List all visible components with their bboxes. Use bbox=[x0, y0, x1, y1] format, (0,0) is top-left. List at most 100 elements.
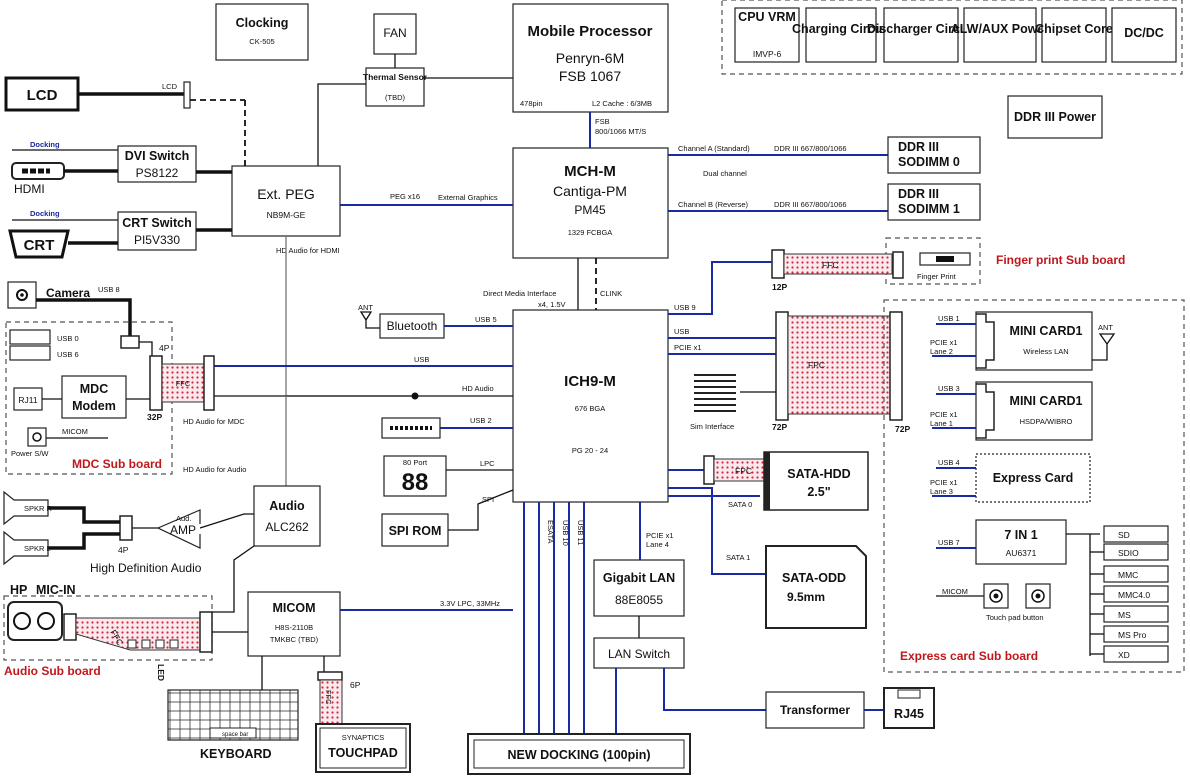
fan-box bbox=[373, 13, 417, 55]
channel-b-speed: DDR III 667/800/1066 bbox=[774, 200, 847, 209]
sodimm1-l2: SODIMM 1 bbox=[898, 202, 960, 216]
speaker-r-icon bbox=[3, 490, 49, 526]
sata-hdd-size: 2.5" bbox=[807, 485, 830, 499]
seven-in-one-box bbox=[975, 519, 1067, 565]
bt-ant-label: ANT bbox=[358, 303, 373, 312]
alw-aux-label: ALW/AUX Power bbox=[951, 22, 1050, 36]
lan-switch-label: LAN Switch bbox=[608, 647, 670, 661]
port80-digits: 88 bbox=[402, 469, 429, 496]
audio-sub-label: Audio Sub board bbox=[4, 664, 101, 678]
usb6-label: USB 6 bbox=[57, 350, 79, 359]
lan-pcie-label: PCIE x1 bbox=[646, 531, 674, 540]
port80-label: 80 Port bbox=[403, 458, 428, 467]
main-fpc bbox=[787, 315, 891, 415]
ddr-power-box bbox=[1007, 95, 1103, 139]
sodimm1-l1: DDR III bbox=[898, 187, 939, 201]
usb0-label: USB 0 bbox=[57, 334, 79, 343]
amp-label: AMP bbox=[170, 523, 196, 537]
sodimm0-l1: DDR III bbox=[898, 140, 939, 154]
gigabit-lan-sub: 88E8055 bbox=[615, 593, 663, 607]
dvi-switch-title: DVI Switch bbox=[125, 149, 190, 163]
fsb-label: FSB bbox=[595, 117, 610, 126]
touchpad-button-label: Touch pad button bbox=[986, 613, 1044, 622]
mch-title: MCH-M bbox=[564, 163, 616, 180]
camera-label: Camera bbox=[46, 286, 90, 300]
hd-mdc-label: HD Audio for MDC bbox=[183, 417, 245, 426]
sata0-label: SATA 0 bbox=[728, 500, 752, 509]
micom-box bbox=[247, 591, 341, 657]
crt-switch-sub: PI5V330 bbox=[134, 233, 180, 247]
hdd-fpc-label: FPC bbox=[735, 466, 752, 476]
alw-aux-box bbox=[963, 7, 1037, 63]
sata-odd-title: SATA-ODD bbox=[782, 571, 846, 585]
mini-card2-box bbox=[975, 381, 1093, 441]
keyboard-space-label: space bar bbox=[222, 732, 248, 738]
clink-label: CLINK bbox=[600, 289, 622, 298]
ich-box bbox=[512, 309, 669, 503]
mdc-sub-label: MDC Sub board bbox=[72, 457, 162, 471]
port80-box bbox=[383, 455, 447, 497]
audio-ffc bbox=[75, 617, 201, 651]
sim-label: Sim Interface bbox=[690, 422, 734, 431]
touchpad-ffc-label: FFC bbox=[324, 690, 333, 705]
dcdc-label: DC/DC bbox=[1124, 26, 1164, 40]
lan-lane-label: Lane 4 bbox=[646, 540, 669, 549]
card-sdio: SDIO bbox=[1118, 548, 1139, 558]
bluetooth-box bbox=[379, 313, 445, 339]
audio-jack-icon bbox=[7, 601, 63, 641]
audio-board-frame bbox=[3, 595, 213, 661]
dvi-switch-sub: PS8122 bbox=[136, 166, 179, 180]
keyboard-label: KEYBOARD bbox=[200, 747, 272, 761]
rj45-label: RJ45 bbox=[894, 707, 924, 721]
speaker-l-icon bbox=[3, 530, 49, 566]
channel-a-speed: DDR III 667/800/1066 bbox=[774, 144, 847, 153]
usb-group-label: USB bbox=[414, 355, 429, 364]
audio-4p-label: 4P bbox=[118, 545, 129, 555]
mdc-4p-label: 4P bbox=[159, 343, 170, 353]
pciex1-label: PCIE x1 bbox=[674, 343, 702, 352]
mini1-pcie-label: PCIE x1 bbox=[930, 338, 958, 347]
power-switch-icon bbox=[27, 427, 47, 447]
usb6-icon bbox=[9, 345, 51, 361]
mch-line2: PM45 bbox=[574, 203, 606, 217]
led-label: LED bbox=[156, 664, 166, 681]
mch-box bbox=[512, 147, 669, 259]
touchpad-brand: SYNAPTICS bbox=[342, 733, 385, 742]
mdc-l1: MDC bbox=[80, 382, 108, 396]
fingerprint-ffc bbox=[783, 253, 893, 275]
touchpad-box bbox=[315, 723, 411, 773]
charging-box bbox=[805, 7, 877, 63]
clocking-title: Clocking bbox=[236, 16, 289, 30]
mini2-pcie-label: PCIE x1 bbox=[930, 410, 958, 419]
hp-label: HP bbox=[10, 583, 27, 597]
ext-peg-box bbox=[231, 165, 341, 237]
cpu-cache: L2 Cache : 6/3MB bbox=[592, 99, 652, 108]
card-mmc: MMC bbox=[1118, 570, 1138, 580]
hda-caption: High Definition Audio bbox=[90, 561, 202, 575]
peg-ext-label: External Graphics bbox=[438, 193, 498, 202]
mini-card1-sub: Wireless LAN bbox=[1023, 347, 1068, 356]
main-fpc-label: FPC bbox=[808, 360, 825, 370]
crt-box-label: CRT bbox=[24, 237, 55, 254]
crt-switch-title: CRT Switch bbox=[122, 216, 191, 230]
discharger-box bbox=[883, 7, 959, 63]
fpc-72p-a: 72P bbox=[772, 422, 787, 432]
usb2-label: USB 2 bbox=[470, 416, 492, 425]
charging-label: Charging Circuit bbox=[792, 22, 891, 36]
audio-title: Audio bbox=[269, 499, 305, 513]
dmi-speed: x4, 1.5V bbox=[538, 300, 566, 309]
touchbtn-micom-label: MICOM bbox=[942, 587, 968, 596]
imvp-label: IMVP-6 bbox=[753, 49, 782, 59]
chipset-core-box bbox=[1041, 7, 1107, 63]
mini-card2-sub: HSDPA/WIBRO bbox=[1020, 417, 1073, 426]
peg-hda-label: HD Audio for HDMI bbox=[276, 246, 340, 255]
touchpad-left-button-icon bbox=[983, 583, 1009, 609]
sata-odd-box bbox=[765, 545, 867, 629]
peg-x16-label: PEG x16 bbox=[390, 192, 420, 201]
mdc-box bbox=[61, 375, 127, 419]
usb-label: USB bbox=[674, 327, 689, 336]
clocking-box bbox=[215, 3, 309, 61]
clocking-sub: CK-505 bbox=[249, 37, 274, 46]
fingerprint-sub-label: Finger print Sub board bbox=[996, 253, 1125, 267]
seven-in-one-title: 7 IN 1 bbox=[1004, 528, 1037, 542]
